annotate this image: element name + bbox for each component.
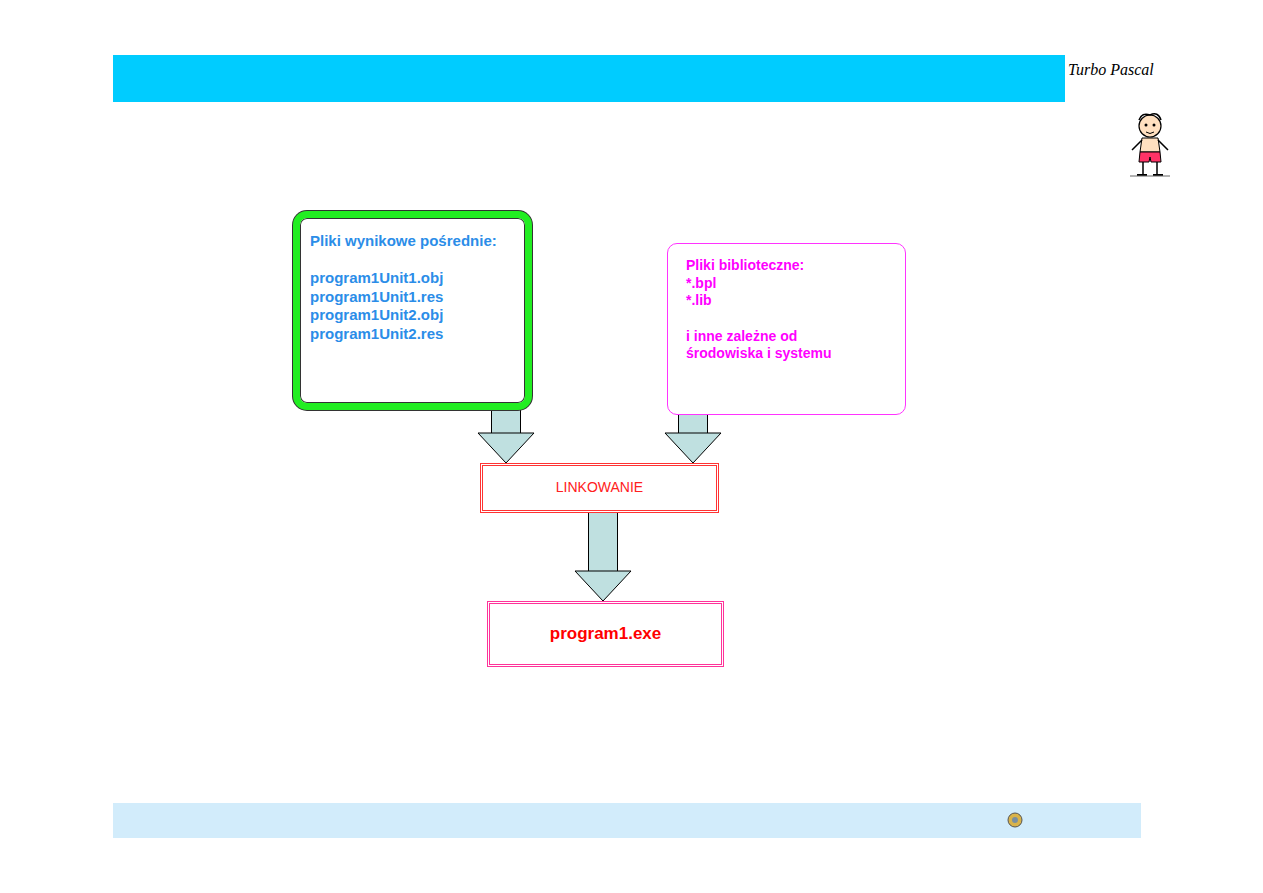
box-text: *.bpl [686, 275, 861, 293]
process-box: LINKOWANIE [480, 463, 719, 513]
box-heading: LINKOWANIE [556, 479, 643, 497]
block-arrow [575, 513, 631, 601]
box-text: program1Unit2.res [310, 325, 515, 344]
box-heading: Pliki wynikowe pośrednie: [310, 232, 515, 251]
brand-label: Turbo Pascal [1068, 60, 1154, 80]
box-heading: Pliki biblioteczne: [686, 257, 861, 275]
box-text: program1Unit1.res [310, 288, 515, 307]
file-box: Pliki wynikowe pośrednie: program1Unit1.o… [293, 211, 532, 410]
footer-band [113, 803, 1141, 838]
output-box: program1.exe [487, 601, 724, 667]
box-text: program1Unit2.obj [310, 306, 515, 325]
box-text: *.lib [686, 292, 861, 310]
block-arrow [478, 410, 534, 463]
box-text: program1Unit1.obj [310, 269, 515, 288]
block-arrow [665, 415, 721, 463]
file-box: Pliki biblioteczne:*.bpl*.lib i inne zale… [667, 243, 906, 415]
box-heading: program1.exe [550, 623, 662, 644]
header-band [113, 55, 1065, 102]
box-text: i inne zależne od środowiska i systemu [686, 328, 861, 363]
cartoon-figure [1120, 110, 1180, 180]
footer-icon [1005, 810, 1025, 830]
